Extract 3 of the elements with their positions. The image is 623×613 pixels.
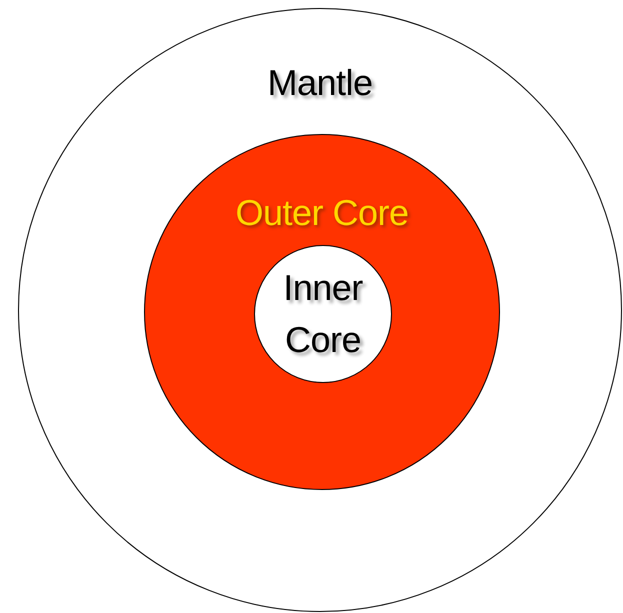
layer-label: Mantle — [267, 61, 373, 105]
layer-label: Inner Core — [282, 266, 364, 362]
layer-label: Outer Core — [235, 191, 409, 235]
